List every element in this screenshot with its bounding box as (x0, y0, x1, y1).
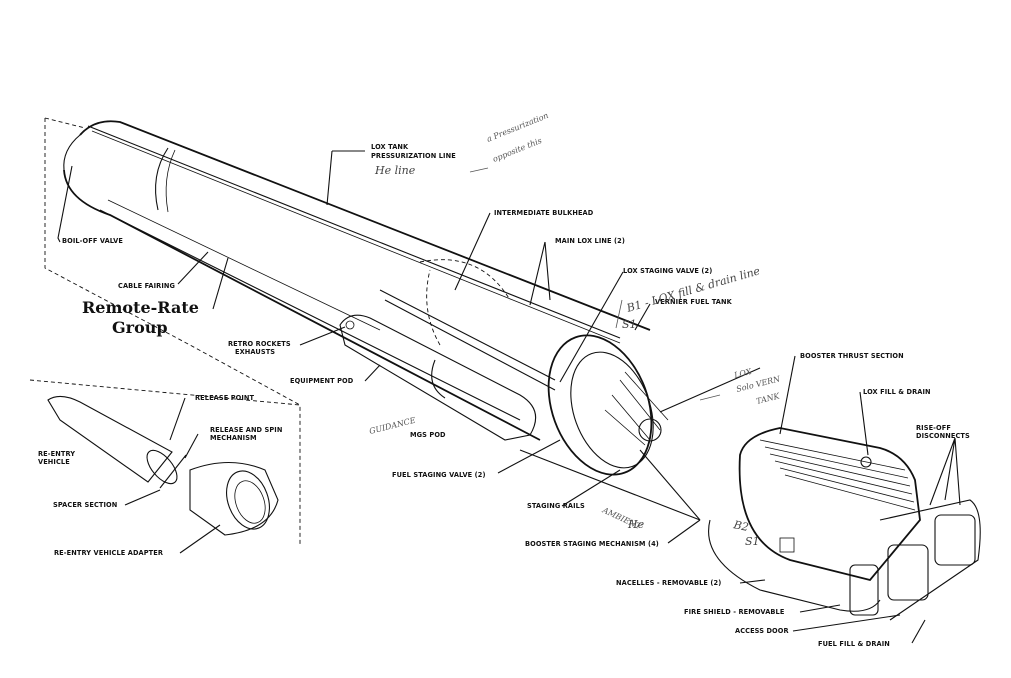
label-fuel-fill-drain: FUEL FILL & DRAIN (818, 640, 890, 648)
label-intermediate-bulkhead: INTERMEDIATE BULKHEAD (494, 209, 594, 217)
label-equipment-pod: EQUIPMENT POD (290, 377, 354, 385)
label-retro-rockets: RETRO ROCKETS (228, 340, 291, 348)
label-mechanism: MECHANISM (210, 434, 257, 442)
note-s1-b2: S1 (745, 535, 760, 548)
label-disconnects: DISCONNECTS (916, 432, 970, 440)
label-spacer-section: SPACER SECTION (53, 501, 117, 509)
leader-lines (57, 150, 961, 644)
label-booster-thrust-section: BOOSTER THRUST SECTION (800, 352, 904, 360)
label-group: Group (112, 318, 168, 337)
label-lox-tank: LOX TANK (371, 143, 409, 151)
handwritten-notes: He line a Pressurization opposite this B… (368, 111, 782, 548)
label-boil-off-valve: BOIL-OFF VALVE (62, 237, 123, 245)
label-exhausts: EXHAUSTS (235, 348, 275, 356)
label-re-entry-vehicle-adapter: RE-ENTRY VEHICLE ADAPTER (54, 549, 163, 557)
label-release-spin: RELEASE AND SPIN (210, 426, 282, 434)
label-release-point: RELEASE POINT (195, 394, 255, 402)
label-main-lox-line: MAIN LOX LINE (2) (555, 237, 625, 245)
label-lox-fill-drain: LOX FILL & DRAIN (863, 388, 931, 396)
note-s1: S1 (622, 318, 637, 331)
label-mgs-pod: MGS POD (410, 431, 446, 439)
booster-thrust-section-shape (708, 427, 981, 621)
label-vehicle: VEHICLE (38, 458, 70, 466)
aft-ring-section (519, 334, 761, 521)
note-he-line: He line (374, 164, 416, 177)
label-staging-rails: STAGING RAILS (527, 502, 585, 510)
label-re-entry: RE-ENTRY (38, 450, 75, 458)
note-tank: TANK (755, 391, 781, 406)
label-vernier-fuel-tank: VERNIER FUEL TANK (655, 298, 733, 306)
pen-annotations (469, 167, 721, 401)
main-tank-body (63, 120, 651, 441)
note-b2: B2 (731, 518, 749, 534)
label-rise-off: RISE-OFF (916, 424, 951, 432)
label-nacelles: NACELLES - REMOVABLE (2) (616, 579, 721, 587)
label-booster-staging-mechanism: BOOSTER STAGING MECHANISM (4) (525, 540, 659, 548)
label-lox-staging-valve: LOX STAGING VALVE (2) (623, 267, 712, 275)
label-cable-fairing: CABLE FAIRING (118, 282, 175, 290)
boil-off-dash-frame (44, 117, 301, 406)
equipment-pod-shape (339, 314, 537, 441)
re-entry-vehicle-shape (29, 379, 301, 545)
label-remote-rate: Remote-Rate (82, 298, 199, 317)
label-pressurization-line: PRESSURIZATION LINE (371, 152, 456, 160)
note-he: He (627, 518, 645, 531)
label-fuel-staging-valve: FUEL STAGING VALVE (2) (392, 471, 486, 479)
intermediate-bulkhead-shape (379, 259, 556, 391)
label-access-door: ACCESS DOOR (735, 627, 789, 635)
diagram-labels: LOX TANK PRESSURIZATION LINE BOIL-OFF VA… (38, 143, 970, 648)
note-lox: LOX (732, 367, 752, 380)
note-opposite-this: opposite this (491, 136, 543, 164)
label-fire-shield: FIRE SHIELD - REMOVABLE (684, 608, 785, 616)
